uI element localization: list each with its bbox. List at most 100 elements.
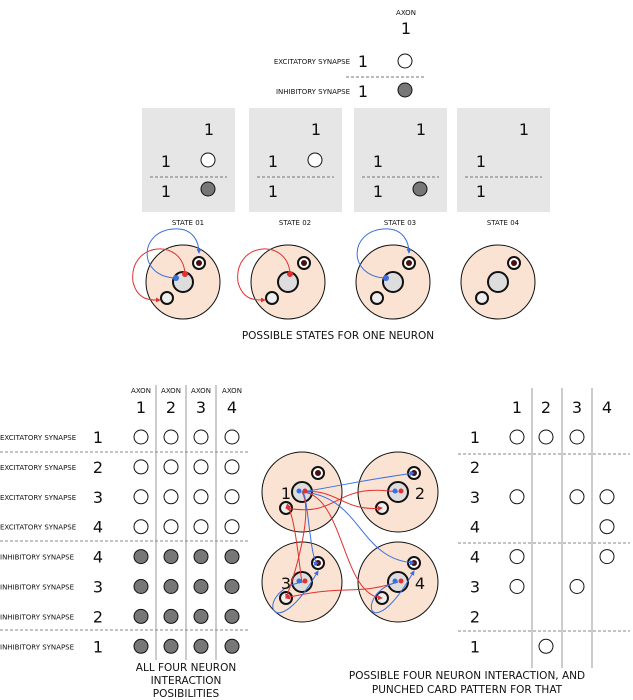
synapse-number: 1 [93, 428, 103, 447]
excitatory-hole-icon [163, 429, 179, 445]
excitatory-hole-icon [163, 519, 179, 535]
excitatory-hole-icon [133, 429, 149, 445]
legend-excitatory-number: 1 [358, 52, 368, 71]
inhibitory-connection-arrow [301, 491, 319, 567]
state-label: STATE 02 [279, 219, 311, 227]
inhibitory-connection-arrow [146, 228, 202, 279]
matrix-caption-line-2: INTERACTION [151, 675, 222, 687]
synapse-core [406, 260, 412, 266]
legend-axon-number: 1 [401, 19, 411, 38]
synapse-type-label: EXCITATORY SYNAPSE [0, 494, 76, 502]
inhibitory-hole-icon [397, 82, 413, 98]
excitatory-hole-icon [193, 519, 209, 535]
card-column-header: 2 [541, 398, 551, 417]
synapse-type-label: EXCITATORY SYNAPSE [0, 434, 76, 442]
matrix-axon-label: AXON [222, 387, 242, 395]
excitatory-hole-icon [224, 429, 240, 445]
state-inhibitory-number: 1 [476, 182, 486, 201]
synapse-core [511, 260, 517, 266]
state-axon-number: 1 [416, 120, 426, 139]
excitatory-synapse-icon [160, 291, 174, 305]
inhibitory-hole-icon [200, 181, 216, 197]
inhibitory-hole-icon [412, 181, 428, 197]
inhibit-dot [296, 578, 302, 584]
excitatory-hole-icon [224, 489, 240, 505]
excitatory-hole-icon [133, 459, 149, 475]
excitatory-hole-icon [307, 152, 323, 168]
card-row-number: 2 [470, 607, 480, 626]
excitatory-hole-icon [133, 519, 149, 535]
state-inhibitory-number: 1 [161, 182, 171, 201]
punched-hole-icon [538, 429, 554, 445]
matrix-caption-line-3: POSIBILITIES [153, 688, 220, 700]
inhibit-dot [296, 488, 302, 494]
card-column-header: 4 [602, 398, 612, 417]
synapse-type-label: EXCITATORY SYNAPSE [0, 524, 76, 532]
neuron-label: 3 [281, 574, 291, 593]
state-card [354, 108, 447, 212]
excitatory-connection-arrow [301, 491, 383, 511]
card-row-number: 1 [470, 637, 480, 656]
legend-inhibitory-number: 1 [358, 82, 368, 101]
state-label: STATE 01 [172, 219, 204, 227]
synapse-type-label: INHIBITORY SYNAPSE [0, 613, 74, 621]
matrix-column-header: 4 [227, 398, 237, 417]
synapse-type-label: INHIBITORY SYNAPSE [0, 554, 74, 562]
punched-hole-icon [569, 579, 585, 594]
inhibitory-hole-icon [224, 579, 240, 594]
state-label: STATE 04 [487, 219, 520, 227]
excite-dot [182, 271, 188, 277]
card-row-number: 4 [470, 518, 480, 537]
inhibitory-connection-arrow [370, 570, 415, 614]
neuron-label: 4 [415, 574, 425, 593]
matrix-caption-line-1: ALL FOUR NEURON [136, 662, 236, 674]
excitatory-hole-icon [193, 459, 209, 475]
synapse-number: 1 [93, 637, 103, 656]
excite-dot [302, 578, 308, 584]
inhibit-dot [392, 488, 398, 494]
inhibitory-hole-icon [224, 549, 240, 565]
state-card [142, 108, 235, 212]
punched-hole-icon [509, 429, 525, 445]
synapse-number: 3 [93, 578, 103, 597]
network-caption-line-2: PUNCHED CARD PATTERN FOR THAT [372, 684, 563, 696]
excitatory-connection-arrow [285, 489, 399, 512]
excitatory-connection-arrow [237, 248, 291, 303]
inhibitory-hole-icon [163, 608, 179, 624]
matrix-axon-label: AXON [131, 387, 151, 395]
card-row-number: 3 [470, 578, 480, 597]
synapse-number: 2 [93, 607, 103, 626]
card-row-number: 4 [470, 548, 480, 567]
excitatory-synapse-icon [370, 291, 384, 305]
inhibitory-connection-arrow [301, 491, 415, 566]
synapse-number: 4 [93, 518, 103, 537]
state-axon-number: 1 [311, 120, 321, 139]
excitatory-synapse-icon [475, 291, 489, 305]
synapse-core [301, 260, 307, 266]
excite-dot [398, 578, 404, 584]
legend-inhibitory-label: INHIBITORY SYNAPSE [276, 88, 350, 96]
inhibitory-connection-arrow [301, 471, 415, 493]
excitatory-connection-arrow [285, 503, 303, 583]
state-axon-number: 1 [204, 120, 214, 139]
inhibitory-hole-icon [193, 579, 209, 594]
card-row-number: 2 [470, 458, 480, 477]
state-neurons [132, 228, 536, 320]
synapse-number: 4 [93, 548, 103, 567]
state-excitatory-number: 1 [161, 152, 171, 171]
inhibitory-hole-icon [224, 608, 240, 624]
synapse-number: 2 [93, 458, 103, 477]
legend-excitatory-label: EXCITATORY SYNAPSE [274, 58, 350, 66]
legend-axon-label: AXON [396, 9, 416, 17]
synapse-type-label: INHIBITORY SYNAPSE [0, 584, 74, 592]
neuron-label: 2 [415, 484, 425, 503]
excitatory-hole-icon [224, 519, 240, 535]
excitatory-hole-icon [224, 459, 240, 475]
state-card [249, 108, 342, 212]
inhibitory-hole-icon [193, 638, 209, 654]
synapse-core [196, 260, 202, 266]
inhibitory-hole-icon [163, 579, 179, 594]
card-column-header: 1 [512, 398, 522, 417]
excitatory-connection-arrow [132, 248, 186, 303]
